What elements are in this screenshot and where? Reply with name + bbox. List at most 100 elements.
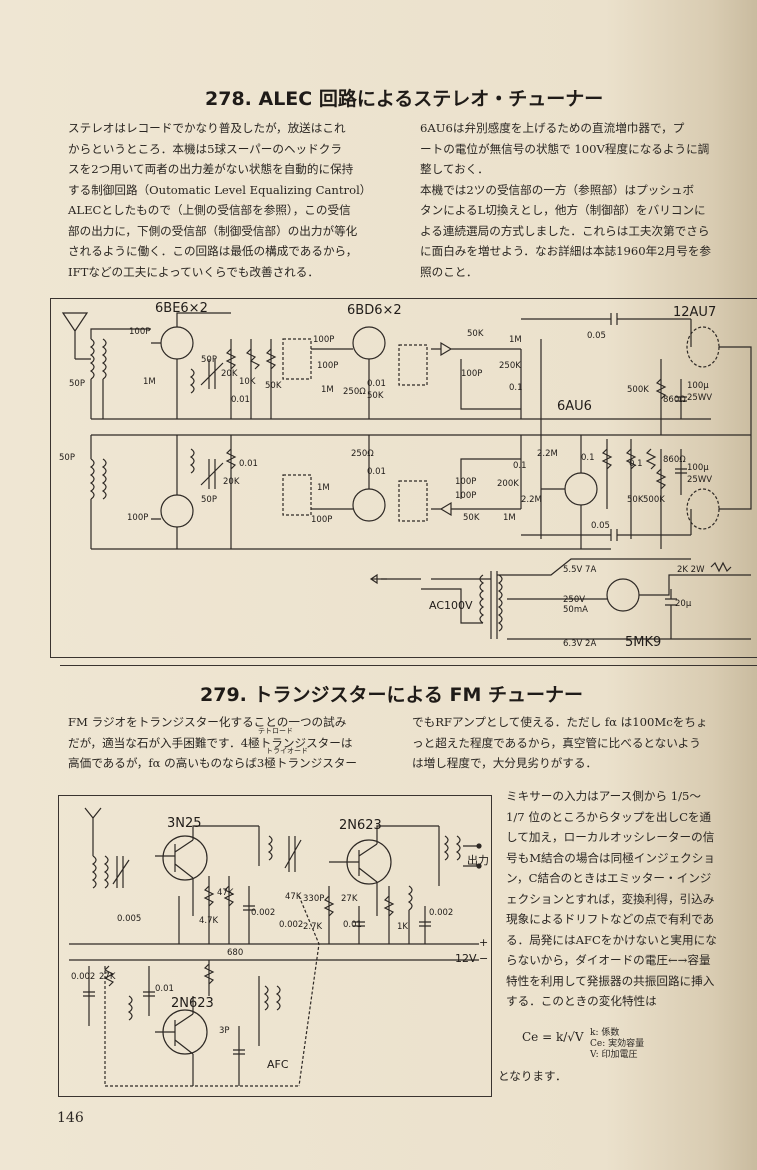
text-line: 部の出力に，下側の受信部（制御受信部）の出力が等化 — [68, 223, 358, 238]
transistor-label: 2N623 — [339, 818, 382, 833]
component-label: 860Ω — [663, 455, 686, 465]
component-label: 100P — [461, 369, 483, 379]
antenna-icon — [84, 807, 102, 856]
component-label: 20μ — [675, 599, 692, 609]
afc-label: AFC — [267, 1058, 289, 1071]
component-label: 250K — [499, 361, 521, 371]
component-label: 2.2M — [537, 449, 558, 459]
text-line: らないから，ダイオードの電圧←→容量 — [506, 953, 711, 967]
text-line: だが，適当な石が入手困難です．4極トランジスターは — [68, 735, 353, 750]
component-label: 50P — [59, 453, 75, 463]
section-279-right-paragraph: ミキサーの入力はアース側から 1/5～ 1/7 位のところからタップを出しCを通… — [506, 786, 757, 1012]
component-label: 6.3V 2A — [563, 639, 597, 649]
text-line: 整しておく． — [420, 162, 489, 176]
text-line: 照のこと． — [420, 264, 478, 279]
component-label: 2K 2W — [677, 565, 705, 575]
output-label: 出力 — [467, 854, 489, 867]
component-label: 50mA — [563, 605, 588, 615]
component-label: 250V — [563, 595, 586, 605]
component-label: 1M — [321, 385, 334, 395]
component-label: 10K — [239, 377, 256, 387]
text-line: IFTなどの工夫によっていくらでも改善される． — [68, 264, 319, 279]
component-label: 0.002 — [251, 908, 276, 918]
component-label: 100P — [311, 515, 333, 525]
component-label: 100P — [455, 477, 477, 487]
component-label: 100μ — [687, 463, 709, 473]
formula-note: Ce: 実効容量 — [590, 1039, 645, 1049]
component-label: 0.002 — [429, 908, 454, 918]
component-label: 5.5V 7A — [563, 565, 597, 575]
component-label: 50P — [201, 495, 217, 505]
component-label: 250Ω — [343, 387, 366, 397]
component-label: 27K — [341, 894, 358, 904]
tube-6bd6-top — [352, 326, 386, 360]
text-line: 高価であるが，fα の高いものならば3極トランジスター — [68, 756, 358, 770]
component-label: 47K — [285, 892, 302, 902]
component-label: 0.01 — [155, 984, 174, 994]
antenna-icon — [61, 312, 89, 359]
component-label: 0.01 — [231, 395, 250, 405]
tube-12au7-top — [686, 326, 720, 368]
text-line: されるように働く．この回路は最低の構成であるから， — [68, 244, 358, 258]
section-279-title: 279. トランジスターによる FM チューナー — [200, 684, 584, 706]
component-label: 100P — [127, 513, 149, 523]
component-label: 0.005 — [117, 914, 142, 924]
text-line: して加え，ローカルオッシレーターの信 — [506, 830, 715, 844]
tube-label: 6BD6×2 — [347, 303, 402, 318]
text-line: からというところ．本機は5球スーパーのヘッドクラ — [68, 141, 342, 156]
component-label: 4.7K — [199, 916, 219, 926]
supply-label: 12V — [455, 952, 477, 965]
component-label: 50P — [69, 379, 85, 389]
component-label: 0.05 — [591, 521, 610, 531]
ruby-text: テトロード — [258, 727, 293, 735]
component-label: 1M — [317, 483, 330, 493]
component-label: 100P — [129, 327, 151, 337]
text-line: スを2つ用いて両者の出力差がない状態を自動的に保持 — [68, 162, 354, 176]
formula-note: V: 印加電圧 — [590, 1050, 638, 1060]
stereo-tuner-schematic: 6BE6×2 6BD6×2 12AU7 6AU6 5MK9 100P 50P 5… — [50, 298, 757, 658]
formula-tail: となります． — [498, 1069, 567, 1083]
component-label: 860Ω — [663, 395, 686, 405]
section-divider — [60, 665, 757, 666]
formula-notes: k: 係数 Ce: 実効容量 V: 印加電圧 — [590, 1028, 644, 1061]
component-label: 50K — [467, 329, 484, 339]
component-label: 200K — [497, 479, 519, 489]
tube-label: 6AU6 — [557, 399, 592, 414]
text-line: よる連続選局の方式しました．これらは工夫次第でさら — [420, 223, 710, 238]
fm-tuner-schematic-drawing — [69, 807, 482, 1087]
section-279-right-top-paragraph: でもRFアンプとして使える．ただし fα は100Mcをちょ っと超えた程度であ… — [412, 712, 757, 774]
text-line: 号もM結合の場合は同極インジェクショ — [506, 850, 715, 865]
component-label: AC100V — [429, 599, 473, 612]
component-label: 0.1 — [629, 459, 643, 469]
rectifier-5mk9 — [606, 578, 640, 612]
component-label: 0.002 — [279, 920, 304, 930]
plus-label: + — [479, 936, 489, 949]
component-label: 0.01 — [367, 467, 386, 477]
transistor-label: 3N25 — [167, 816, 202, 831]
ruby-text: トライオード — [266, 747, 308, 755]
text-line: ステレオはレコードでかなり普及したが，放送はこれ — [68, 121, 346, 135]
component-label: 1M — [143, 377, 156, 387]
component-label: 0.01 — [239, 459, 258, 469]
component-label: 3P — [219, 1026, 230, 1036]
formula-note: k: 係数 — [590, 1028, 620, 1038]
component-label: 50K — [367, 391, 384, 401]
stereo-tuner-schematic-drawing — [61, 312, 752, 640]
component-label: 100P — [455, 491, 477, 501]
component-label: 250Ω — [351, 449, 374, 459]
tube-12au7-bottom — [686, 488, 720, 530]
component-label: 50K — [265, 381, 282, 391]
fm-tuner-schematic: 3N25 2N623 2N623 出力 12V + − 0.005 47K 4.… — [58, 795, 492, 1097]
text-line: 現象によるドリフトなどの点で有利であ — [506, 912, 715, 926]
component-label: 0.05 — [587, 331, 606, 341]
text-line: FM ラジオをトランジスター化することの一つの試み — [68, 715, 347, 729]
text-line: ートの電位が無信号の状態で 100V程度になるように調 — [420, 141, 710, 156]
text-line: っと超えた程度であるから，真空管に比べるとないよう — [412, 735, 701, 750]
tube-label: 12AU7 — [673, 305, 717, 320]
component-label: 1M — [503, 513, 516, 523]
component-label: 500K — [627, 385, 649, 395]
tube-label: 6BE6×2 — [155, 301, 208, 316]
tube-6be6-top — [160, 326, 194, 360]
component-label: 2.7K — [303, 922, 323, 932]
